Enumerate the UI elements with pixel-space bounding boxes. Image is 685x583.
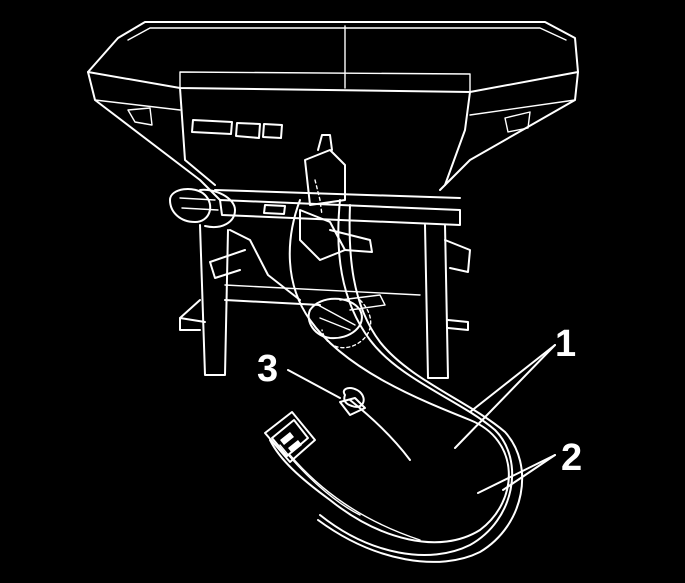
cable-bundle (269, 199, 524, 563)
gearbox-assembly (169, 134, 386, 349)
callout-1: 1 (555, 323, 576, 365)
leader-line-2a (477, 454, 556, 494)
leader-line-2b (502, 454, 556, 491)
leader-line-1b (454, 344, 556, 449)
leader-lines (287, 344, 556, 494)
hopper (87, 21, 579, 201)
callout-2: 2 (561, 437, 582, 479)
plug-connector (264, 411, 316, 463)
leader-line-1a (469, 344, 556, 413)
frame (179, 189, 471, 379)
leader-line-3 (287, 369, 341, 399)
callout-3: 3 (257, 348, 278, 390)
